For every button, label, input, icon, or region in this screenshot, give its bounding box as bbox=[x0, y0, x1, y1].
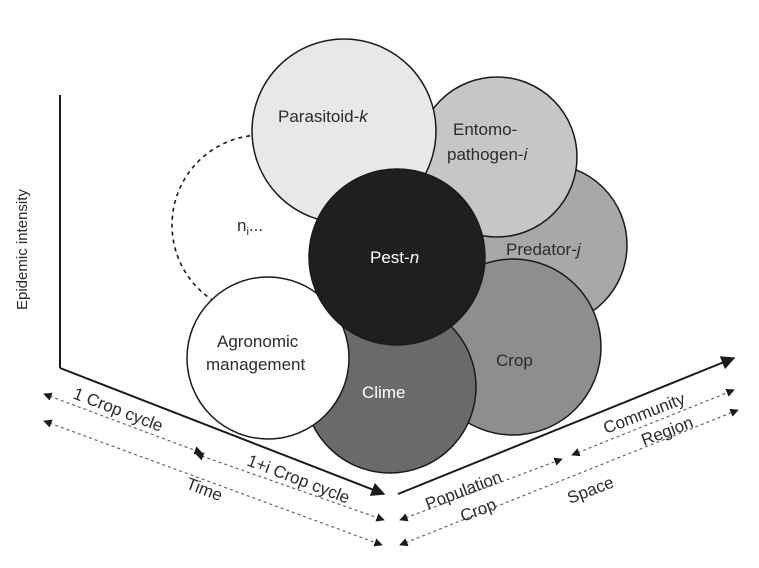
agronomic-label-1: Agronomic bbox=[217, 332, 299, 351]
label-time: Time bbox=[184, 474, 225, 505]
space-scale-arrow bbox=[399, 408, 739, 547]
crop-label: Crop bbox=[496, 351, 533, 370]
pest-label: Pest-n bbox=[370, 248, 419, 267]
community-arrow bbox=[571, 388, 735, 457]
label-space: Space bbox=[565, 473, 617, 508]
parasitoid-label: Parasitoid-k bbox=[278, 107, 369, 126]
predator-label: Predator-j bbox=[506, 240, 582, 259]
agronomic-label-2: management bbox=[206, 355, 306, 374]
agronomic-node bbox=[186, 276, 350, 440]
pest-node bbox=[308, 168, 486, 346]
time-scale-arrow bbox=[43, 419, 383, 547]
entomopathogen-label-2: pathogen-i bbox=[447, 145, 529, 164]
unknown-node-label: ni... bbox=[237, 216, 263, 238]
clime-label: Clime bbox=[362, 383, 405, 402]
label-1i-crop-cycle: 1+i Crop cycle bbox=[245, 451, 353, 508]
entomopathogen-label-1: Entomo- bbox=[453, 120, 517, 139]
y-axis-label: Epidemic intensity bbox=[14, 189, 31, 310]
